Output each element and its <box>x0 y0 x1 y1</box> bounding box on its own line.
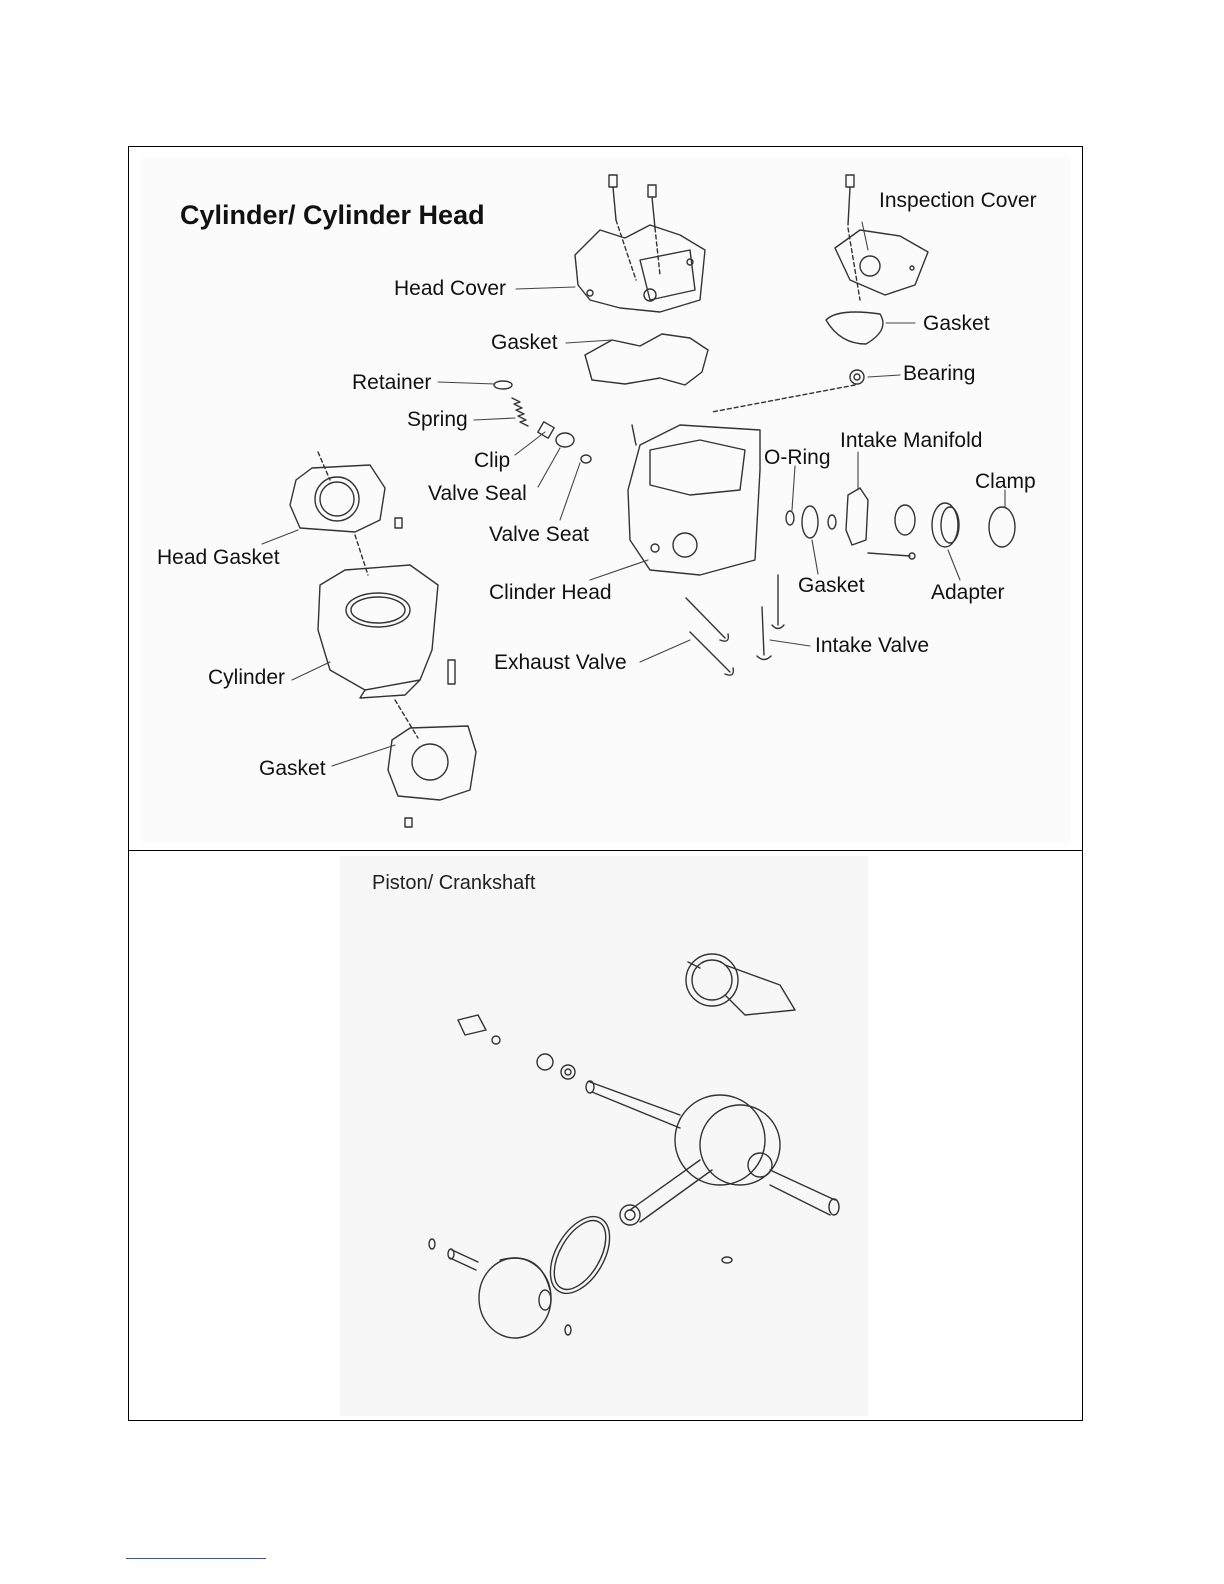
intake-valve-shape <box>772 575 784 629</box>
retainer-shape <box>494 381 512 389</box>
clamp-shape <box>989 507 1015 547</box>
valve-seat-shape <box>581 455 591 463</box>
head-cover-shape <box>575 225 705 312</box>
crankshaft-shape <box>586 1081 839 1215</box>
label-clip: Clip <box>474 450 510 471</box>
label-gasket-head-cover: Gasket <box>491 332 558 353</box>
head-gasket-shape <box>290 465 385 532</box>
inspection-gasket-shape <box>826 312 883 344</box>
label-intake-valve: Intake Valve <box>815 635 929 656</box>
inspection-cover-shape <box>835 230 928 295</box>
bearing-shape <box>850 370 864 384</box>
label-valve-seat: Valve Seat <box>489 524 589 545</box>
base-gasket-shape <box>388 726 476 800</box>
camshaft-shape <box>686 954 795 1015</box>
label-bearing: Bearing <box>903 363 975 384</box>
nut-shape <box>537 1054 553 1070</box>
o-ring-shape <box>786 511 794 525</box>
label-head-cover: Head Cover <box>394 278 506 299</box>
intake-manifold-shape <box>846 488 868 545</box>
label-retainer: Retainer <box>352 372 431 393</box>
washer-shape <box>561 1065 575 1079</box>
cylinder-head-title: Cylinder/ Cylinder Head <box>180 200 485 231</box>
label-gasket-inspection: Gasket <box>923 313 990 334</box>
label-gasket-base: Gasket <box>259 758 326 779</box>
pin-clip-shape <box>429 1239 435 1249</box>
label-adapter: Adapter <box>931 582 1005 603</box>
valve-seal-shape <box>556 433 574 447</box>
manifold-gasket-shape <box>802 506 818 538</box>
label-o-ring: O-Ring <box>764 447 831 468</box>
label-gasket-manifold: Gasket <box>798 575 865 596</box>
label-clamp: Clamp <box>975 471 1036 492</box>
label-valve-seal: Valve Seal <box>428 483 527 504</box>
label-cylinder: Cylinder <box>208 667 285 688</box>
label-spring: Spring <box>407 409 468 430</box>
tensioner-shape <box>458 1015 486 1035</box>
spring-shape <box>512 398 528 426</box>
label-inspection-cover: Inspection Cover <box>879 190 1037 211</box>
inspection-bolt-shape <box>846 175 854 225</box>
piston-crankshaft-title: Piston/ Crankshaft <box>372 872 535 895</box>
label-leader-lines <box>262 222 1005 766</box>
footnote-rule <box>126 1558 266 1559</box>
clamp-inner-shape <box>895 505 915 535</box>
label-head-gasket: Head Gasket <box>157 547 280 568</box>
label-exhaust-valve: Exhaust Valve <box>494 652 627 673</box>
key-shape <box>722 1257 732 1263</box>
connecting-rod-shape <box>630 1160 712 1222</box>
label-clinder-head: Clinder Head <box>489 582 612 603</box>
label-intake-manifold: Intake Manifold <box>840 430 982 451</box>
piston-shape <box>479 1258 551 1338</box>
head-cover-gasket-shape <box>585 334 708 385</box>
